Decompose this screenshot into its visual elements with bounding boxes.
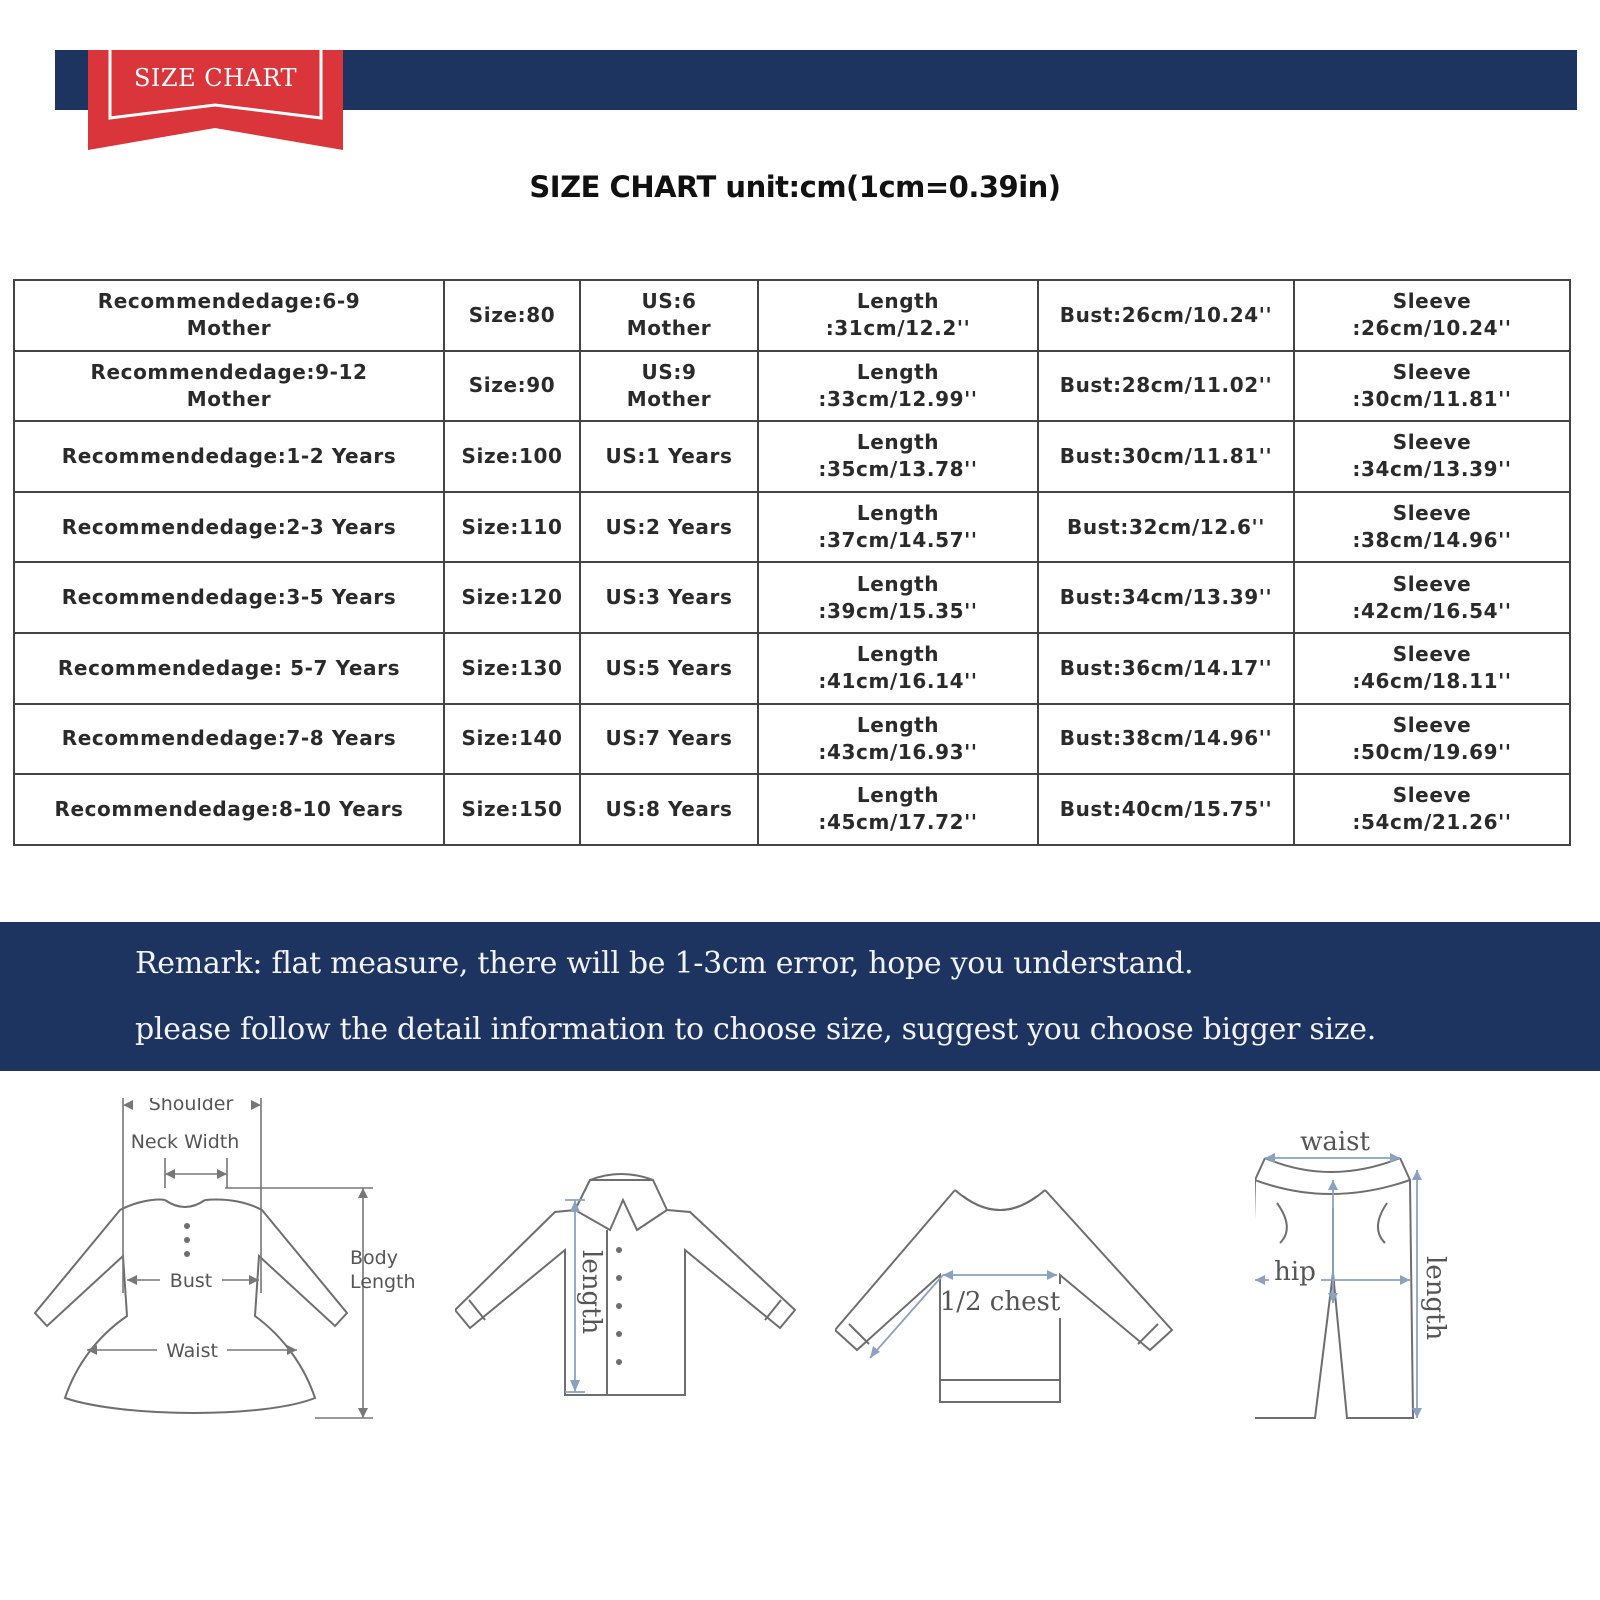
us-size-cell: US:9 Mother <box>579 349 759 423</box>
length-cell: Length :43cm/16.93'' <box>757 702 1039 776</box>
size-cell: Size:110 <box>443 490 581 564</box>
pants-length-label: length <box>1420 1256 1450 1341</box>
age-cell: Recommendedage:2-3 Years <box>13 490 445 564</box>
pants-waist-label: waist <box>1300 1128 1370 1157</box>
size-cell: Size:120 <box>443 561 581 634</box>
sleeve-cell: Sleeve :42cm/16.54'' <box>1293 561 1571 634</box>
bust-cell: Bust:32cm/12.6'' <box>1037 490 1295 564</box>
age-cell: Recommendedage:8-10 Years <box>13 773 445 846</box>
sweater-chest-label: 1/2 chest <box>940 1287 1061 1317</box>
remark-band: Remark: flat measure, there will be 1-3c… <box>0 922 1600 1071</box>
dress-length-label: Length <box>350 1271 415 1293</box>
badge-label: SIZE CHART <box>133 64 298 92</box>
sleeve-cell: Sleeve :46cm/18.11'' <box>1293 631 1571 705</box>
dress-bust-label: Bust <box>170 1270 212 1292</box>
us-size-cell: US:3 Years <box>579 561 759 634</box>
size-cell: Size:100 <box>443 420 581 493</box>
dress-body-label: Body <box>350 1247 398 1269</box>
dress-shoulder-label: Shoulder <box>149 1098 234 1115</box>
length-cell: Length :45cm/17.72'' <box>757 773 1039 846</box>
dress-neck-width-label: Neck Width <box>131 1131 240 1153</box>
sleeve-cell: Sleeve :50cm/19.69'' <box>1293 702 1571 776</box>
length-cell: Length :41cm/16.14'' <box>757 631 1039 705</box>
us-size-cell: US:5 Years <box>579 631 759 705</box>
bust-cell: Bust:28cm/11.02'' <box>1037 349 1295 423</box>
pants-hip-label: hip <box>1274 1257 1316 1287</box>
sleeve-cell: Sleeve :34cm/13.39'' <box>1293 420 1571 493</box>
length-cell: Length :39cm/15.35'' <box>757 561 1039 634</box>
sleeve-cell: Sleeve :54cm/21.26'' <box>1293 773 1571 846</box>
size-cell: Size:150 <box>443 773 581 846</box>
age-cell: Recommendedage:1-2 Years <box>13 420 445 493</box>
bust-cell: Bust:34cm/13.39'' <box>1037 561 1295 634</box>
bust-cell: Bust:38cm/14.96'' <box>1037 702 1295 776</box>
sweater-diagram: 1/2 chest <box>835 1180 1185 1420</box>
size-cell: Size:90 <box>443 349 581 423</box>
age-cell: Recommendedage: 5-7 Years <box>13 631 445 705</box>
sleeve-cell: Sleeve :38cm/14.96'' <box>1293 490 1571 564</box>
us-size-cell: US:7 Years <box>579 702 759 776</box>
length-cell: Length :35cm/13.78'' <box>757 420 1039 493</box>
us-size-cell: US:8 Years <box>579 773 759 846</box>
length-cell: Length :37cm/14.57'' <box>757 490 1039 564</box>
size-cell: Size:80 <box>443 279 581 352</box>
pants-diagram: waist hip length <box>1255 1128 1495 1438</box>
dress-waist-label: Waist <box>166 1340 218 1362</box>
us-size-cell: US:2 Years <box>579 490 759 564</box>
bust-cell: Bust:30cm/11.81'' <box>1037 420 1295 493</box>
bust-cell: Bust:26cm/10.24'' <box>1037 279 1295 352</box>
length-cell: Length :31cm/12.2'' <box>757 279 1039 352</box>
shirt-diagram: length <box>455 1170 805 1410</box>
age-cell: Recommendedage:3-5 Years <box>13 561 445 634</box>
dress-diagram: Shoulder Neck Width Bust Waist Body Leng… <box>15 1098 415 1438</box>
age-cell: Recommendedage:9-12 Mother <box>13 349 445 423</box>
remark-line-1: Remark: flat measure, there will be 1-3c… <box>135 946 1194 981</box>
size-chart-badge: SIZE CHART <box>88 50 343 150</box>
size-cell: Size:140 <box>443 702 581 776</box>
length-cell: Length :33cm/12.99'' <box>757 349 1039 423</box>
sleeve-cell: Sleeve :26cm/10.24'' <box>1293 279 1571 352</box>
remark-line-2: please follow the detail information to … <box>135 1012 1376 1047</box>
us-size-cell: US:1 Years <box>579 420 759 493</box>
size-cell: Size:130 <box>443 631 581 705</box>
bust-cell: Bust:36cm/14.17'' <box>1037 631 1295 705</box>
shirt-length-label: length <box>576 1250 606 1335</box>
sleeve-cell: Sleeve :30cm/11.81'' <box>1293 349 1571 423</box>
bust-cell: Bust:40cm/15.75'' <box>1037 773 1295 846</box>
us-size-cell: US:6 Mother <box>579 279 759 352</box>
age-cell: Recommendedage:6-9 Mother <box>13 279 445 352</box>
page-title: SIZE CHART unit:cm(1cm=0.39in) <box>529 170 1061 204</box>
age-cell: Recommendedage:7-8 Years <box>13 702 445 776</box>
